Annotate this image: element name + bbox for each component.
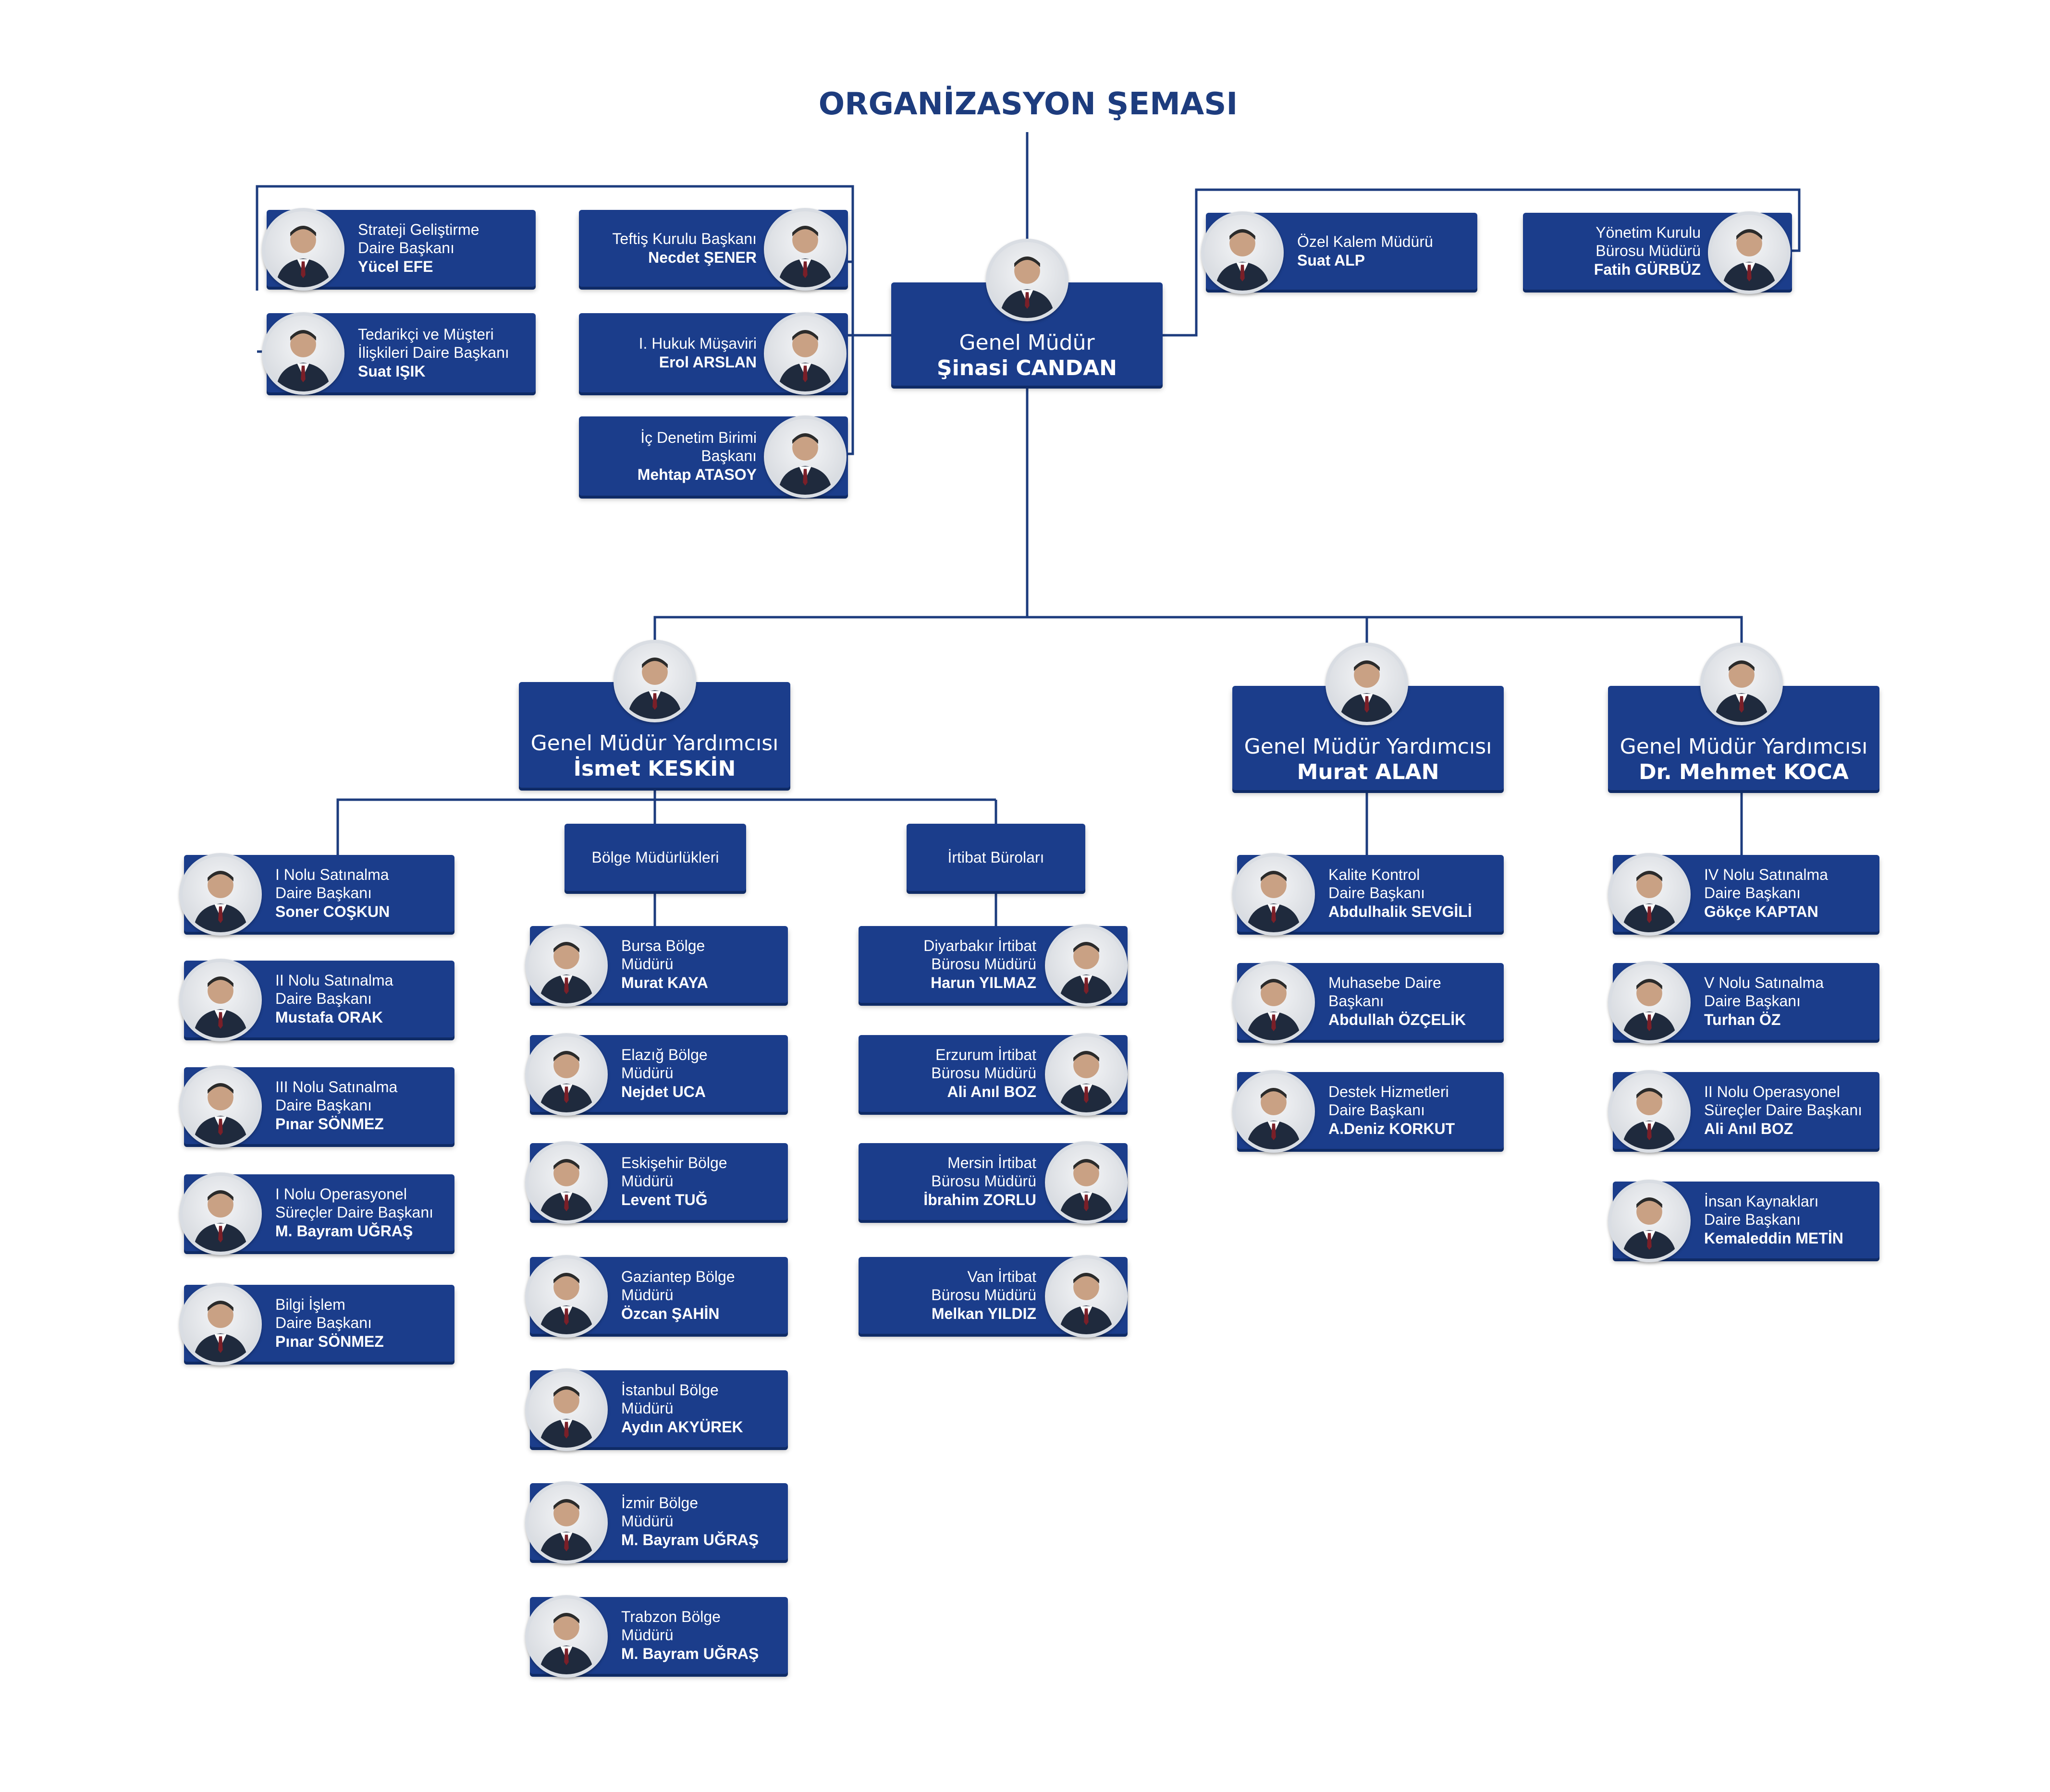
person-photo-icon [525,1368,608,1451]
person-photo-icon [179,853,262,936]
person-photo-icon [525,1481,608,1564]
person-photo-icon [1326,643,1408,725]
person-photo-icon [1608,961,1691,1044]
person-photo-icon [525,1141,608,1224]
person-photo-icon [525,1595,608,1678]
person-photo-icon [1201,211,1284,294]
person-photo-icon [986,239,1068,321]
person-photo-icon [525,1255,608,1338]
person-photo-icon [525,924,608,1007]
person-photo-icon [1045,924,1128,1007]
person-photo-icon [1608,1070,1691,1153]
person-photo-icon [1232,961,1315,1044]
general-manager-name: Şinasi CANDAN [937,355,1117,380]
person-photo-icon [1232,853,1315,936]
person-photo-icon [1700,643,1783,725]
person-photo-icon [614,640,696,722]
person-photo-icon [764,312,847,395]
page-title: ORGANİZASYON ŞEMASI [818,86,1238,122]
person-photo-icon [764,208,847,291]
deputy-box: Genel Müdür Yardımcısı İsmet KESKİN [519,682,790,788]
person-photo-icon [179,1065,262,1148]
person-photo-icon [1045,1033,1128,1116]
general-manager-box: Genel Müdür Şinasi CANDAN [891,282,1163,386]
person-photo-icon [764,415,847,498]
person-photo-icon [262,312,344,395]
person-photo-icon [1232,1070,1315,1153]
person-photo-icon [1045,1255,1128,1338]
person-photo-icon [1708,211,1791,294]
person-photo-icon [179,1172,262,1255]
person-photo-icon [525,1033,608,1116]
person-photo-icon [262,208,344,291]
person-photo-icon [1045,1141,1128,1224]
person-photo-icon [179,1283,262,1365]
general-manager-role: Genel Müdür [959,330,1095,355]
deputy-box: Genel Müdür Yardımcısı Murat ALAN [1232,686,1504,790]
person-photo-icon [179,959,262,1041]
regional-offices-unit: Bölge Müdürlükleri [565,824,746,891]
person-photo-icon [1608,853,1691,936]
person-photo-icon [1608,1180,1691,1262]
liaison-offices-unit: İrtibat Büroları [907,824,1085,891]
